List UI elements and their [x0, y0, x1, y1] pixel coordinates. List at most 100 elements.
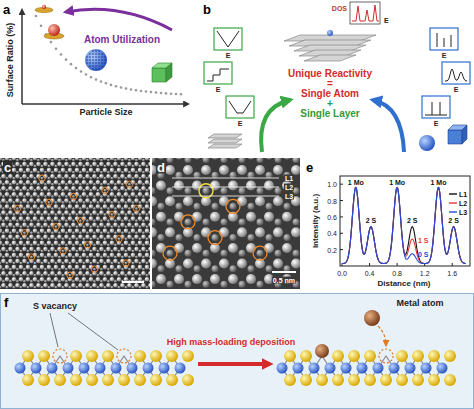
- stem-image: [37, 159, 40, 162]
- stem-image: [58, 171, 61, 174]
- stem-image: [55, 177, 58, 180]
- stem-image: [113, 186, 118, 191]
- axis-label: E: [216, 86, 221, 93]
- stem-image: [134, 162, 139, 167]
- stem-image: [99, 247, 104, 252]
- stem-image: [65, 207, 68, 210]
- stem-image: [26, 158, 31, 160]
- stem-image: [34, 286, 37, 289]
- concept-scheme: [422, 96, 450, 118]
- stem-image: [8, 271, 13, 276]
- stem-image: [85, 283, 90, 288]
- stem-image: [135, 219, 138, 222]
- stem-image: [275, 218, 282, 225]
- stem-image: [128, 159, 131, 162]
- stem-image: [65, 219, 68, 222]
- deposition-scheme: [1, 294, 474, 409]
- stem-image: [6, 189, 9, 192]
- stem-image: [16, 280, 19, 283]
- stem-image: [167, 218, 174, 225]
- stem-image: [134, 247, 139, 252]
- stem-image: [85, 222, 90, 227]
- stem-image: [99, 235, 104, 240]
- tick-label: 1.6: [447, 270, 457, 277]
- stem-image: [6, 225, 9, 228]
- deposition-scheme: [102, 374, 114, 386]
- stem-image: [141, 198, 146, 203]
- trend-plot: [125, 87, 128, 90]
- stem-image: [34, 189, 37, 192]
- concept-scheme: [437, 33, 451, 47]
- stem-image: [118, 286, 121, 289]
- stem-image: [23, 183, 26, 186]
- stem-image: [148, 174, 150, 179]
- stem-image: [37, 207, 40, 210]
- profile-chart: [342, 187, 466, 263]
- deposition-scheme: [182, 350, 194, 362]
- stem-image: [138, 158, 143, 160]
- stem-image: [282, 212, 292, 222]
- stem-image: [141, 271, 146, 276]
- stem-image: [12, 228, 17, 233]
- stem-image: [128, 256, 131, 259]
- stem-image: [58, 207, 61, 210]
- stem-image: [16, 268, 19, 271]
- trend-plot: [155, 91, 158, 94]
- deposition-scheme: [300, 374, 312, 386]
- deposition-scheme: [332, 350, 344, 362]
- profile-chart: [340, 233, 343, 234]
- stem-image: [124, 253, 129, 258]
- profile-chart: [449, 211, 457, 212]
- stem-image: [97, 286, 100, 289]
- process-label: High mass-loading deposition: [167, 338, 296, 347]
- stem-image: [26, 216, 31, 221]
- stem-image: [30, 171, 33, 174]
- stem-image: [124, 204, 129, 209]
- stem-image: [110, 277, 115, 282]
- stem-image: [41, 225, 44, 228]
- stem-image: [64, 283, 69, 288]
- stem-image: [176, 265, 183, 272]
- concept-scheme: [304, 55, 356, 61]
- stem-image: [93, 243, 96, 246]
- stem-image: [0, 204, 2, 209]
- stem-image: [139, 249, 142, 252]
- stem-image: [33, 192, 38, 197]
- deposition-scheme: [412, 374, 424, 386]
- stem-image: [152, 187, 156, 194]
- stem-image: [146, 201, 149, 204]
- stem-image: [113, 198, 118, 203]
- stem-image: [68, 228, 73, 233]
- stem-image: [57, 271, 62, 276]
- stem-image: [8, 247, 13, 252]
- stem-image: [48, 286, 51, 289]
- stem-image: [58, 195, 61, 198]
- stem-image: [22, 174, 27, 179]
- stem-image: [125, 274, 128, 277]
- stem-image: [99, 162, 104, 167]
- trend-plot: [50, 41, 53, 44]
- stem-image: [64, 235, 69, 240]
- concept-scheme: [208, 144, 242, 148]
- stem-image: [139, 286, 142, 289]
- stem-image: [30, 207, 33, 210]
- trend-plot: [89, 62, 91, 64]
- stem-image: [230, 234, 237, 241]
- stem-image: [61, 204, 66, 209]
- trend-plot: [120, 86, 123, 89]
- stem-image: [90, 213, 93, 216]
- stem-image: [93, 231, 96, 234]
- deposition-scheme: [364, 374, 376, 386]
- stem-image: [0, 216, 2, 221]
- stem-image: [117, 277, 122, 282]
- concept-scheme: [214, 28, 242, 50]
- stem-image: [62, 177, 65, 180]
- stem-image: [1, 259, 6, 264]
- profile-chart: [340, 176, 470, 266]
- stem-image: [22, 186, 27, 191]
- stem-image: [72, 159, 75, 162]
- stem-image: [208, 231, 222, 245]
- stem-image: [125, 177, 128, 180]
- concept-scheme: [445, 69, 467, 81]
- stem-image: [64, 259, 69, 264]
